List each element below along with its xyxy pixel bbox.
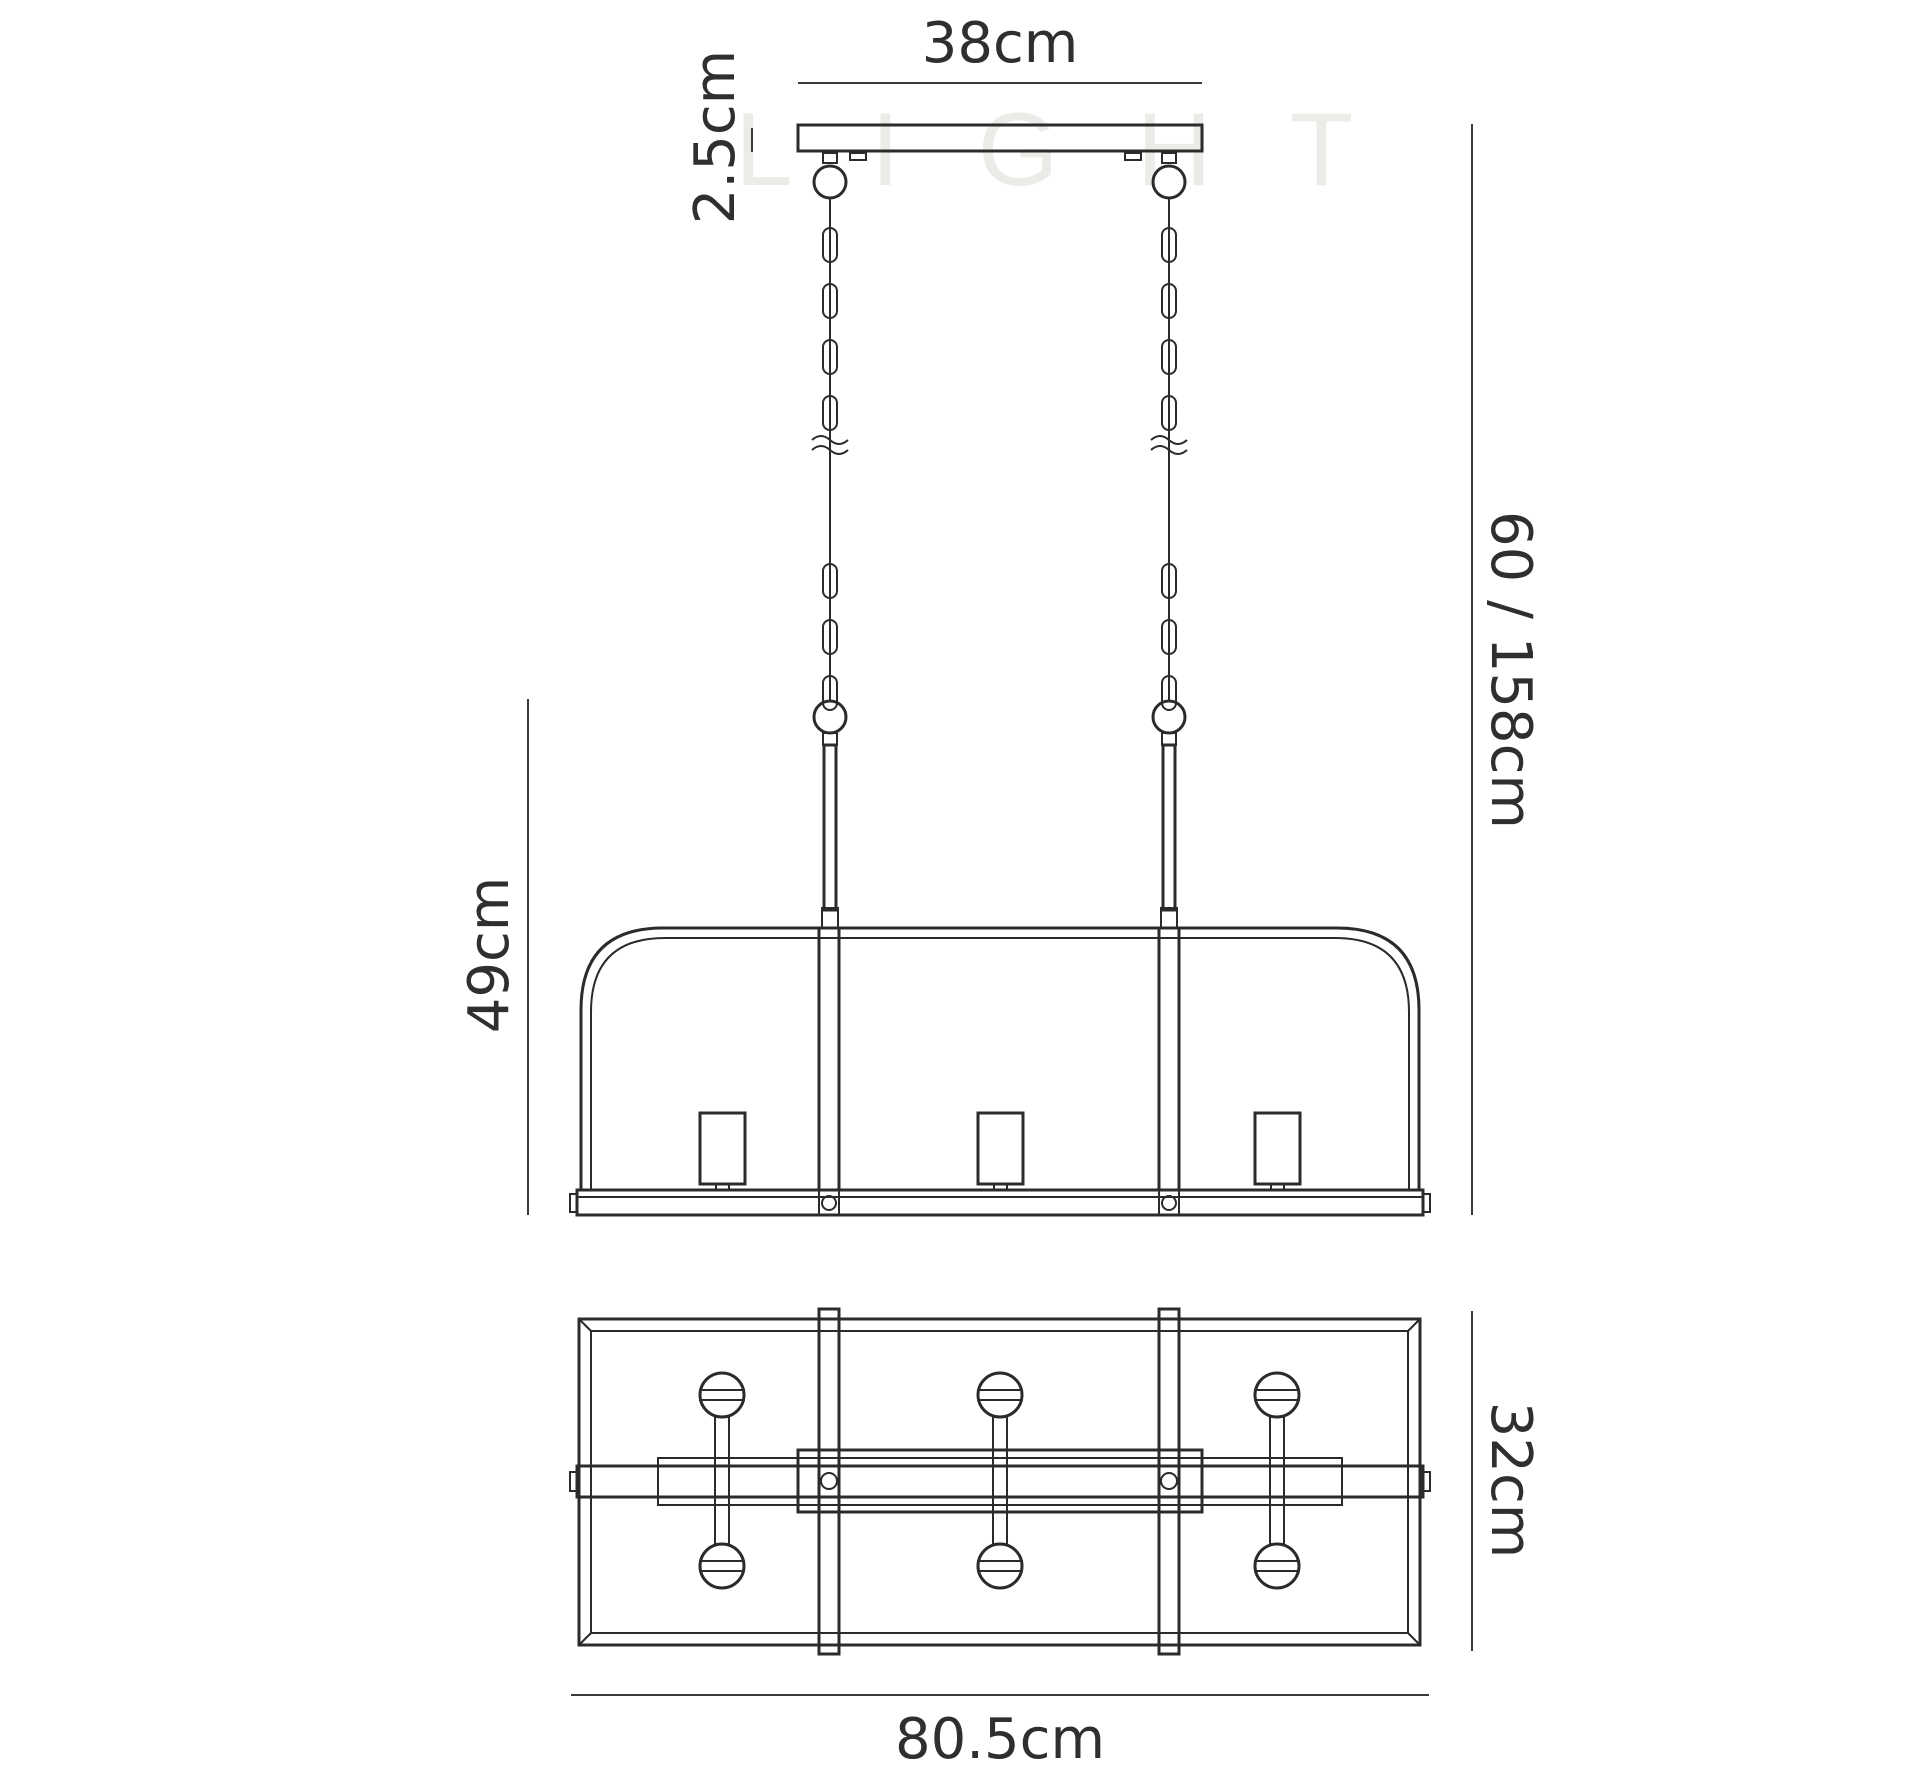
socket-slot: [699, 1560, 745, 1572]
chain: [1150, 152, 1188, 929]
socket-top-icon: [1253, 1542, 1301, 1590]
overall-height-label: 60 / 158cm: [1478, 511, 1543, 829]
socket-slot: [1254, 1389, 1300, 1401]
body-height-label: 49cm: [457, 877, 522, 1034]
socket-slot: [1254, 1560, 1300, 1572]
ceiling-canopy: [796, 123, 1204, 161]
socket-top-icon: [698, 1371, 746, 1419]
socket-top-icon: [976, 1371, 1024, 1419]
socket-slot: [699, 1389, 745, 1401]
frame-top-view: [569, 1307, 1431, 1656]
top-view-sockets: [698, 1371, 1301, 1590]
socket-top-icon: [698, 1542, 746, 1590]
socket-top-icon: [1253, 1371, 1301, 1419]
socket-arm: [1269, 1416, 1285, 1545]
chain: [811, 152, 849, 929]
socket-arm: [992, 1416, 1008, 1545]
socket-arm: [714, 1416, 730, 1545]
depth-label: 32cm: [1478, 1402, 1543, 1559]
canopy-width-label: 38cm: [922, 11, 1079, 76]
suspension-chains: [811, 152, 1188, 929]
frame-side-view: [569, 926, 1431, 1217]
length-label: 80.5cm: [895, 1707, 1105, 1766]
socket-slot: [977, 1560, 1023, 1572]
candle-sockets: [698, 1111, 1302, 1191]
socket-top-icon: [976, 1542, 1024, 1590]
canopy-height-label: 2.5cm: [683, 50, 748, 224]
socket-slot: [977, 1389, 1023, 1401]
